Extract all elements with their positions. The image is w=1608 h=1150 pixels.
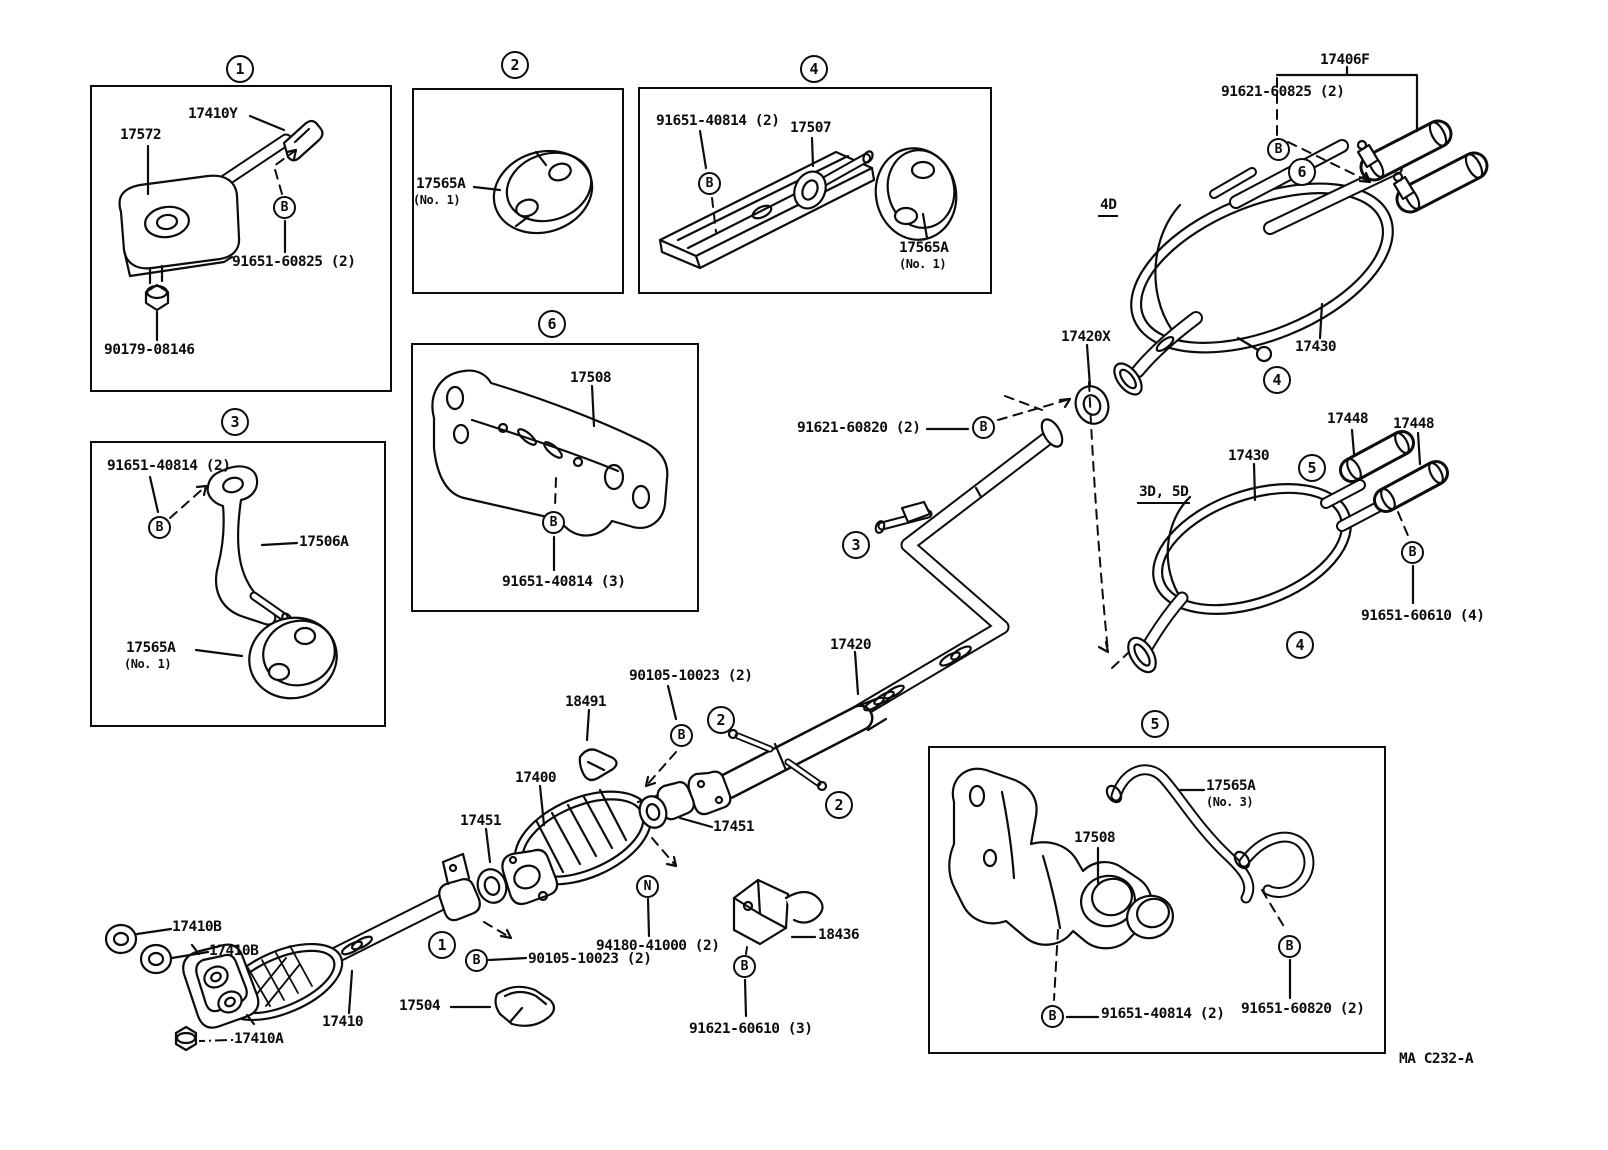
part-note-box5: (No. 3) xyxy=(1206,795,1254,809)
marker-b-box3-icon: B xyxy=(148,516,171,539)
part-label-91651-40814-box3: 91651-40814 (2) xyxy=(107,458,231,474)
part-label-90105-lower: 90105-10023 (2) xyxy=(528,951,652,967)
variant-label-3d5d: 3D, 5D xyxy=(1137,484,1191,504)
part-label-17504: 17504 xyxy=(399,998,441,1014)
detail-box-2-art xyxy=(472,149,594,235)
part-label-17410b-b: 17410B xyxy=(209,943,259,959)
part-label-91651-40814-box6: 91651-40814 (3) xyxy=(502,574,626,590)
detail-ref-1-icon: 1 xyxy=(226,55,254,83)
part-label-17565a-box5: 17565A xyxy=(1206,778,1256,794)
part-label-17451-front: 17451 xyxy=(460,813,502,829)
marker-b-upper-icon: B xyxy=(670,724,693,747)
marker-b-centerpipe-icon: B xyxy=(972,416,995,439)
part-label-91651-60610-4: 91651-60610 (4) xyxy=(1361,608,1485,624)
detail-box-3 xyxy=(90,441,386,727)
part-label-17572: 17572 xyxy=(120,127,162,143)
ref-bracket-3d5d-icon: 5 xyxy=(1298,454,1326,482)
ref-support-b-icon: 2 xyxy=(825,791,853,819)
marker-n-icon: N xyxy=(636,875,659,898)
detail-box-2 xyxy=(412,88,624,294)
detail-box-6 xyxy=(411,343,699,612)
marker-b-4d-icon: B xyxy=(1267,138,1290,161)
detail-ref-6-icon: 6 xyxy=(538,310,566,338)
part-label-91651-40814-box4: 91651-40814 (2) xyxy=(656,113,780,129)
detail-box-5 xyxy=(928,746,1386,1054)
part-label-90105-upper: 90105-10023 (2) xyxy=(629,668,753,684)
variant-label-4d: 4D xyxy=(1098,197,1119,217)
part-label-17420: 17420 xyxy=(830,637,872,653)
part-label-17508-box5: 17508 xyxy=(1074,830,1116,846)
ref-muffler-4d-icon: 4 xyxy=(1263,366,1291,394)
part-label-17448-a: 17448 xyxy=(1327,411,1369,427)
detail-ref-5-icon: 5 xyxy=(1141,710,1169,738)
part-note-box3: (No. 1) xyxy=(124,657,172,671)
part-label-17508-box6: 17508 xyxy=(570,370,612,386)
drawing-code: MA C232-A xyxy=(1399,1051,1474,1067)
center-pipe-drawing xyxy=(687,385,1110,816)
part-label-91651-60825: 91651-60825 (2) xyxy=(232,254,356,270)
clamp-bracket-18436-drawing xyxy=(732,878,824,946)
part-label-91651-60820-box5: 91651-60820 (2) xyxy=(1241,1001,1365,1017)
ref-muffler-3d5d-icon: 4 xyxy=(1286,631,1314,659)
detail-box-4-art xyxy=(658,129,958,270)
part-label-17406f: 17406F xyxy=(1320,52,1370,68)
tailpipe-tips-4d-drawing xyxy=(1356,119,1489,214)
part-label-91621-60610-3: 91621-60610 (3) xyxy=(689,1021,813,1037)
part-label-94180-41000: 94180-41000 (2) xyxy=(596,938,720,954)
leader-lines xyxy=(135,65,1422,1042)
ref-support-a-icon: 2 xyxy=(707,706,735,734)
part-label-17451-rear: 17451 xyxy=(713,819,755,835)
ref-center-bracket-icon: 3 xyxy=(842,531,870,559)
part-label-17506a: 17506A xyxy=(299,534,349,550)
part-note-box2: (No. 1) xyxy=(413,193,461,207)
part-label-17410a: 17410A xyxy=(234,1031,284,1047)
part-label-17430-4d: 17430 xyxy=(1295,339,1337,355)
marker-b-box6-icon: B xyxy=(542,511,565,534)
detail-box-1-art xyxy=(118,114,324,342)
part-label-17565a-box2: 17565A xyxy=(416,176,466,192)
marker-b-box4-icon: B xyxy=(698,172,721,195)
part-note-box4: (No. 1) xyxy=(899,257,947,271)
marker-b-box5a-icon: B xyxy=(1041,1005,1064,1028)
marker-b-box1-icon: B xyxy=(273,196,296,219)
part-label-17430-3d5d: 17430 xyxy=(1228,448,1270,464)
part-label-17420x: 17420X xyxy=(1061,329,1111,345)
detail-box-5-art xyxy=(948,764,1315,1019)
part-label-17400: 17400 xyxy=(515,770,557,786)
muffler-3d5d-drawing xyxy=(1127,430,1449,674)
part-label-91621-60825: 91621-60825 (2) xyxy=(1221,84,1345,100)
marker-b-box5b-icon: B xyxy=(1278,935,1301,958)
part-label-17507: 17507 xyxy=(790,120,832,136)
detail-ref-3-icon: 3 xyxy=(221,408,249,436)
part-label-17410y: 17410Y xyxy=(188,106,238,122)
marker-b-18436-icon: B xyxy=(733,955,756,978)
part-label-17565a-box4: 17565A xyxy=(899,240,949,256)
muffler-4d-drawing xyxy=(1113,139,1403,396)
part-label-18436: 18436 xyxy=(818,927,860,943)
detail-box-6-art xyxy=(431,369,669,572)
part-label-91651-40814-box5: 91651-40814 (2) xyxy=(1101,1006,1225,1022)
part-label-17410b-a: 17410B xyxy=(172,919,222,935)
heat-insulator-17504-drawing xyxy=(494,985,556,1027)
part-label-17565a-box3: 17565A xyxy=(126,640,176,656)
detail-box-3-art xyxy=(148,465,338,700)
part-label-17410: 17410 xyxy=(322,1014,364,1030)
detail-ref-2-icon: 2 xyxy=(501,51,529,79)
part-label-18491: 18491 xyxy=(565,694,607,710)
detail-ref-4-icon: 4 xyxy=(800,55,828,83)
marker-b-lower-icon: B xyxy=(465,949,488,972)
catalytic-converter-drawing xyxy=(476,748,695,906)
part-label-17448-b: 17448 xyxy=(1393,416,1435,432)
ref-bracket-4d-icon: 6 xyxy=(1288,158,1316,186)
detail-box-1 xyxy=(90,85,392,392)
front-pipe-drawing xyxy=(104,852,481,1052)
detail-box-4 xyxy=(638,87,992,294)
marker-b-3d5d-icon: B xyxy=(1401,541,1424,564)
ref-front-support-icon: 1 xyxy=(428,931,456,959)
part-label-90179-08146: 90179-08146 xyxy=(104,342,195,358)
part-label-91621-60820-pipe: 91621-60820 (2) xyxy=(797,420,921,436)
